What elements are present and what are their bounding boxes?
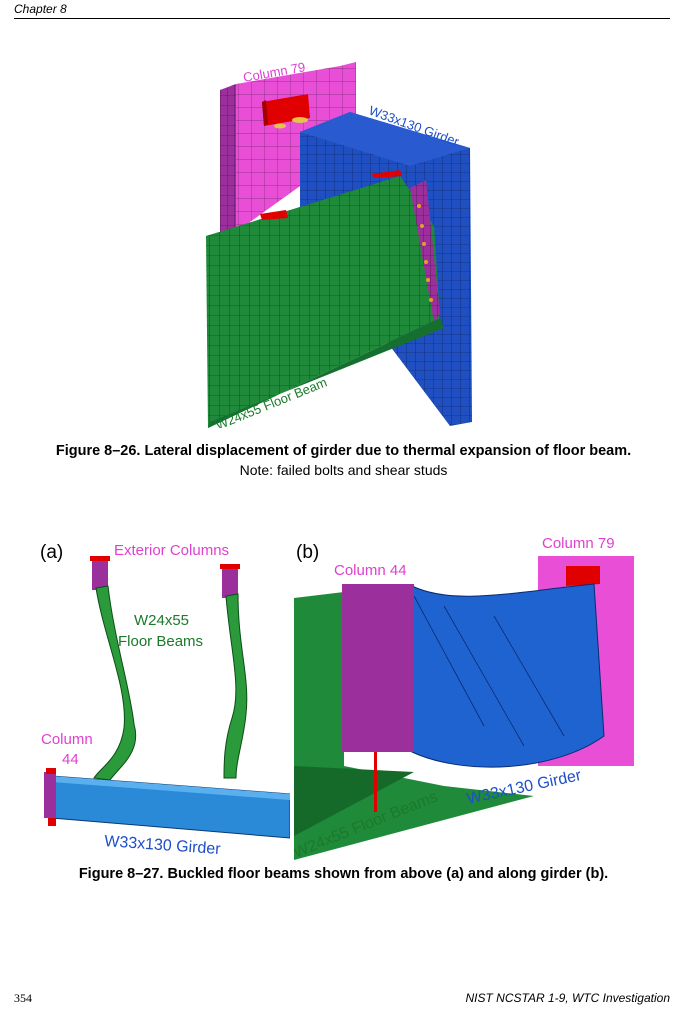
floor-beams-label-2: Floor Beams: [118, 633, 203, 650]
publication-title: NIST NCSTAR 1-9, WTC Investigation: [465, 991, 671, 1005]
girder-b-label: W33x130 Girder: [465, 767, 583, 808]
column-79-b-label: Column 79: [542, 536, 615, 552]
figure-8-27b-image: (b) Column 79 Column 44 W33x130 Girder W…: [294, 536, 634, 860]
floor-beam-end-plate: [410, 180, 440, 322]
exterior-column-right: [222, 566, 238, 598]
girder-a-label: W33x130 Girder: [104, 833, 222, 858]
figure-8-27a-image: (a) Exterior Columns W24x55 Floor Beams …: [40, 542, 290, 858]
girder-top-flange: [300, 112, 470, 166]
girder-b: [411, 583, 605, 768]
column-44-label-2: 44: [62, 751, 79, 768]
column-44-a: [44, 772, 56, 818]
chapter-label: Chapter 8: [14, 2, 67, 16]
panel-a-tag: (a): [40, 542, 63, 563]
figure-8-26-image: Column 79 W33x130 Girder W24x55 Floor Be…: [206, 59, 472, 428]
floor-beam-right: [223, 593, 248, 779]
floor-beam-left: [93, 585, 137, 781]
figure-8-26-note: Note: failed bolts and shear studs: [239, 462, 448, 478]
column-44-b-label: Column 44: [334, 562, 407, 579]
floor-beams-label-1: W24x55: [134, 612, 189, 629]
exterior-columns-label: Exterior Columns: [114, 542, 229, 559]
column-79-side: [220, 84, 236, 236]
figure-8-26-caption: Figure 8–26. Lateral displacement of gir…: [55, 443, 632, 459]
column-44-b: [342, 584, 414, 752]
floor-beam-web: [206, 176, 440, 428]
page-number: 354: [14, 991, 32, 1005]
panel-b-tag: (b): [296, 542, 319, 563]
page-header: Chapter 8: [14, 0, 670, 19]
exterior-column-left: [92, 558, 108, 590]
column-44-label-1: Column: [41, 731, 93, 748]
figure-8-27-caption: Figure 8–27. Buckled floor beams shown f…: [78, 866, 609, 882]
